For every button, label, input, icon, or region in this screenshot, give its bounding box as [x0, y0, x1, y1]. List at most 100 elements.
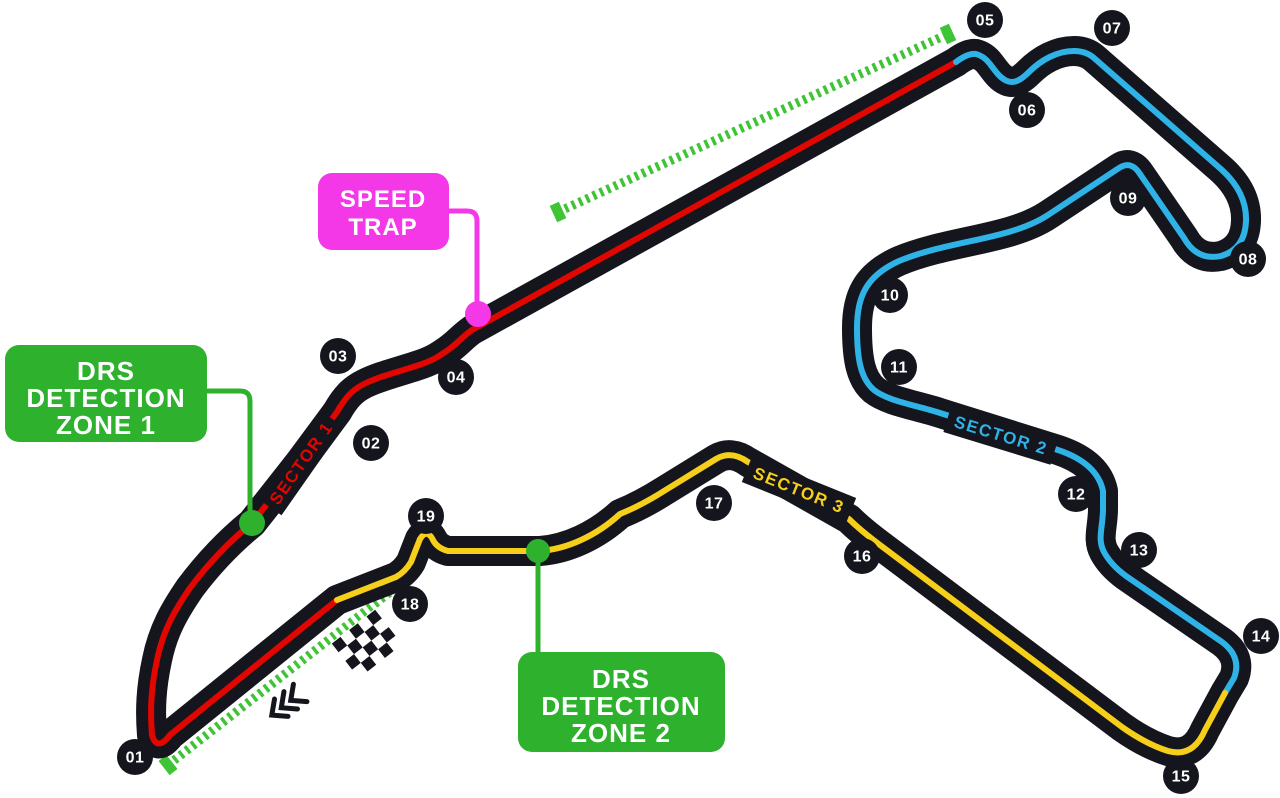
sector2-label-group: SECTOR 2: [943, 405, 1059, 465]
sector1-label: SECTOR 1: [266, 418, 337, 508]
drs-zone1-callout: DRS DETECTION ZONE 1: [5, 345, 265, 536]
turn-marker-13: 13: [1121, 532, 1157, 568]
turn-marker-circle: [408, 498, 444, 534]
turn-marker-circle: [696, 485, 732, 521]
turn-marker-02: 02: [353, 425, 389, 461]
sector3-label-group: SECTOR 3: [741, 456, 857, 524]
turn-marker-14: 14: [1243, 618, 1279, 654]
turn-marker-08: 08: [1230, 241, 1266, 277]
turn-marker-number: 18: [401, 597, 420, 614]
drs-block: [549, 201, 567, 223]
turn-marker-number: 05: [976, 13, 995, 30]
turn-marker-number: 12: [1067, 487, 1086, 504]
drs-block: [158, 754, 178, 776]
turn-marker-circle: [1094, 10, 1130, 46]
track-outline: [136, 36, 1261, 768]
speed-trap-connector: [446, 208, 480, 311]
drs-zone1-connector: [204, 388, 253, 521]
turn-marker-circle: [1163, 758, 1199, 794]
drs-zone2-text-line1: DRS: [592, 664, 650, 694]
turn-marker-01: 01: [117, 739, 153, 775]
speed-trap-text-line1: SPEED: [340, 186, 426, 213]
turn-marker-number: 09: [1119, 191, 1138, 208]
flag-cell: [362, 640, 379, 657]
drs-zone2-callout: DRS DETECTION ZONE 2: [518, 539, 725, 752]
turn-marker-number: 14: [1252, 629, 1271, 646]
turn-marker-17: 17: [696, 485, 732, 521]
flag-cell: [366, 609, 382, 626]
turn-marker-number: 10: [881, 288, 900, 305]
turn-marker-number: 07: [1103, 21, 1122, 38]
speed-trap-callout: SPEED TRAP: [318, 173, 491, 327]
turn-marker-number: 19: [417, 509, 436, 526]
turn-marker-circle: [844, 538, 880, 574]
sector2-label-bg: [943, 405, 1059, 465]
turn-marker-circle: [320, 338, 356, 374]
turn-marker-06: 06: [1009, 92, 1045, 128]
turn-marker-number: 06: [1018, 103, 1037, 120]
turn-marker-12: 12: [1058, 476, 1094, 512]
turn-markers: 01 02 03 04 05 06 07 08 09 10 11 12 13 14 15 16 17 18 19: [117, 2, 1279, 794]
flag-cell: [364, 625, 381, 641]
turn-marker-circle: [1230, 241, 1266, 277]
flag-cell: [345, 654, 361, 670]
turn-marker-number: 11: [890, 360, 908, 377]
turn-marker-16: 16: [844, 538, 880, 574]
sector3-label-bg: [741, 456, 857, 524]
turn-marker-circle: [392, 586, 428, 622]
turn-marker-number: 02: [362, 436, 381, 453]
turn-marker-circle: [872, 277, 908, 313]
turn-marker-circle: [438, 359, 474, 395]
turn-marker-number: 03: [329, 349, 348, 366]
turn-marker-circle: [1009, 92, 1045, 128]
direction-chevrons-icon: [268, 681, 310, 719]
turn-marker-15: 15: [1163, 758, 1199, 794]
drs-zone2-text-line2: DETECTION: [541, 691, 700, 721]
turn-marker-circle: [1110, 180, 1146, 216]
sector1-label-bg: [258, 410, 344, 516]
turn-marker-number: 16: [853, 549, 872, 566]
turn-marker-04: 04: [438, 359, 474, 395]
turn-marker-19: 19: [408, 498, 444, 534]
drs-zone1-dot: [239, 510, 265, 536]
flag-cell: [331, 636, 348, 653]
start-finish-flag-icon: [330, 608, 404, 680]
turn-marker-circle: [1121, 532, 1157, 568]
turn-marker-07: 07: [1094, 10, 1130, 46]
turn-marker-09: 09: [1110, 180, 1146, 216]
turn-marker-03: 03: [320, 338, 356, 374]
turn-marker-circle: [881, 349, 917, 385]
sector1-label-group: SECTOR 1: [258, 410, 344, 516]
sector2-line: [854, 48, 1250, 696]
drs-zone-dashes: [165, 29, 950, 769]
turn-marker-circle: [1243, 618, 1279, 654]
drs-zone1-text-line2: DETECTION: [26, 383, 185, 413]
turn-marker-18: 18: [392, 586, 428, 622]
turn-marker-circle: [117, 739, 153, 775]
speed-trap-box: [318, 173, 449, 250]
turn-marker-11: 11: [881, 349, 917, 385]
turn-marker-circle: [1058, 476, 1094, 512]
flag-cell: [380, 627, 396, 643]
drs-zone2-box: [518, 652, 725, 752]
drs-dash-kemmel-straight: [556, 29, 950, 217]
drs-zone2-text-line3: ZONE 2: [571, 718, 671, 748]
turn-marker-circle: [967, 2, 1003, 38]
speed-trap-text-line2: TRAP: [348, 214, 417, 241]
speed-trap-dot: [465, 301, 491, 327]
turn-marker-number: 15: [1172, 769, 1191, 786]
turn-marker-number: 08: [1239, 252, 1258, 269]
turn-marker-number: 17: [705, 496, 724, 513]
drs-zone1-box: [5, 345, 207, 442]
turn-marker-circle: [353, 425, 389, 461]
drs-block: [939, 23, 957, 45]
flag-cell: [378, 642, 394, 658]
turn-marker-number: 01: [126, 750, 145, 767]
flag-cell: [349, 623, 365, 639]
turn-marker-number: 13: [1130, 543, 1149, 560]
drs-dash-start-straight: [165, 581, 402, 769]
flag-cell: [360, 656, 377, 672]
flag-cell: [347, 638, 363, 655]
drs-zone1-text-line1: DRS: [77, 356, 135, 386]
